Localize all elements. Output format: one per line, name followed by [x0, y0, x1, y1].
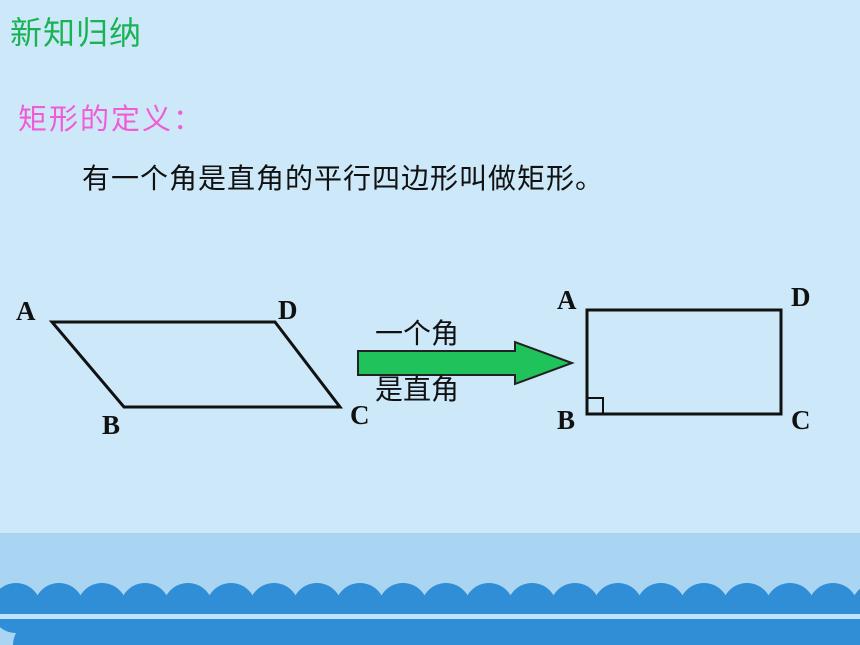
wave-scallop: [292, 583, 342, 633]
rectangle-shape: [585, 308, 783, 416]
wave-scallop: [249, 583, 299, 633]
wave-scallop: [615, 620, 665, 645]
wave-scallop: [99, 620, 149, 645]
wave-scallop: [357, 620, 407, 645]
definition-text: 有一个角是直角的平行四边形叫做矩形。: [82, 162, 605, 195]
wave-scallop: [335, 583, 385, 633]
wave-scallop: [679, 583, 729, 633]
wave-scallop: [486, 620, 536, 645]
rectangle-label-a: A: [557, 285, 577, 315]
wave-scallop: [163, 583, 213, 633]
wave-scallop: [830, 620, 860, 645]
wave-scallop: [722, 583, 772, 633]
wave-scallop: [120, 583, 170, 633]
slide-title: 新知归纳: [10, 14, 143, 52]
wave-scallop: [529, 620, 579, 645]
rectangle-label-d: D: [791, 282, 811, 312]
rectangle-label-b: B: [557, 405, 575, 435]
arrow-label-bottom: 是直角: [375, 373, 459, 406]
parallelogram-shape: [48, 320, 344, 409]
wave-scallop: [787, 620, 837, 645]
wave-scallop: [56, 620, 106, 645]
wave-scallop: [0, 583, 41, 633]
wave-scallop: [400, 620, 450, 645]
wave-scallop: [658, 620, 708, 645]
wave-scallop: [34, 583, 84, 633]
parallelogram-label-a: A: [16, 296, 36, 326]
parallelogram-label-b: B: [102, 410, 120, 440]
parallelogram-label-d: D: [278, 295, 298, 325]
wave-scallop: [808, 583, 858, 633]
wave-scallop: [271, 620, 321, 645]
wave-scallop: [507, 583, 557, 633]
wave-scallop: [142, 620, 192, 645]
definition-heading: 矩形的定义：: [18, 102, 205, 136]
wave-scallop: [185, 620, 235, 645]
wave-scallop: [765, 583, 815, 633]
wave-scallop: [206, 583, 256, 633]
wave-scallop: [744, 620, 794, 645]
rectangle-label-c: C: [791, 405, 811, 435]
wave-scallop: [572, 620, 622, 645]
wave-scallop: [701, 620, 751, 645]
wave-scallop: [77, 583, 127, 633]
wave-scallop: [443, 620, 493, 645]
wave-scallop: [550, 583, 600, 633]
wave-scallop: [13, 620, 63, 645]
wave-scallop: [636, 583, 686, 633]
arrow-label-top: 一个角: [375, 317, 459, 350]
wave-scallop: [464, 583, 514, 633]
wave-scallop: [593, 583, 643, 633]
wave-separator: [0, 614, 860, 619]
wave-scallop: [421, 583, 471, 633]
wave-decoration: [0, 583, 860, 645]
wave-scallop: [378, 583, 428, 633]
wave-scallop: [228, 620, 278, 645]
wave-scallop: [314, 620, 364, 645]
parallelogram-label-c: C: [350, 400, 370, 430]
transform-arrow: [357, 340, 575, 386]
right-angle-marker: [587, 397, 604, 414]
